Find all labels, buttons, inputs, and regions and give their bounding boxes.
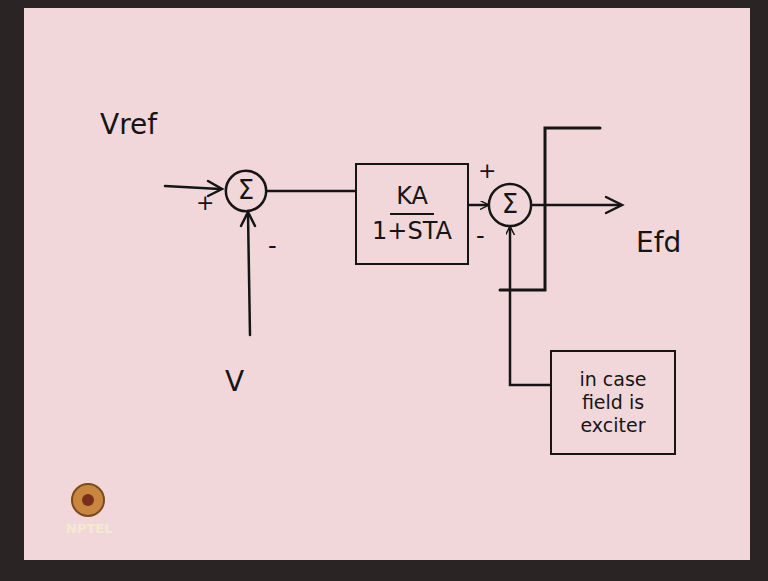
sign-label: +: [478, 158, 496, 183]
signal-connector: [510, 227, 550, 385]
transfer-block: in case field is exciter: [550, 350, 676, 455]
signal-name: V: [225, 365, 244, 398]
sign-label: -: [476, 222, 485, 250]
sum-symbol: Σ: [502, 189, 518, 220]
signal-connector: [469, 204, 488, 207]
summing-junction: Σ: [225, 170, 267, 212]
bracket-line: [500, 128, 600, 290]
watermark: NPTEL: [66, 521, 112, 536]
arrow-head: [241, 212, 255, 226]
fraction-term: KA: [390, 180, 434, 215]
signal-name: Efd: [636, 226, 681, 259]
sign-label: +: [196, 190, 214, 215]
sign-label: -: [268, 232, 277, 260]
input-line: [165, 186, 220, 189]
signal-name: Vref: [100, 108, 157, 141]
paper-sheet: [24, 8, 750, 560]
signal-connector: [267, 190, 355, 193]
input-line: [248, 214, 250, 335]
fraction-term: 1+STA: [366, 215, 458, 248]
nptel-logo: [72, 484, 104, 516]
transfer-block: KA1+STA: [355, 163, 469, 265]
block-note: in case field is exciter: [561, 368, 665, 436]
summing-junction: Σ: [488, 183, 532, 227]
sum-symbol: Σ: [238, 175, 254, 206]
arrow-head: [606, 197, 622, 213]
